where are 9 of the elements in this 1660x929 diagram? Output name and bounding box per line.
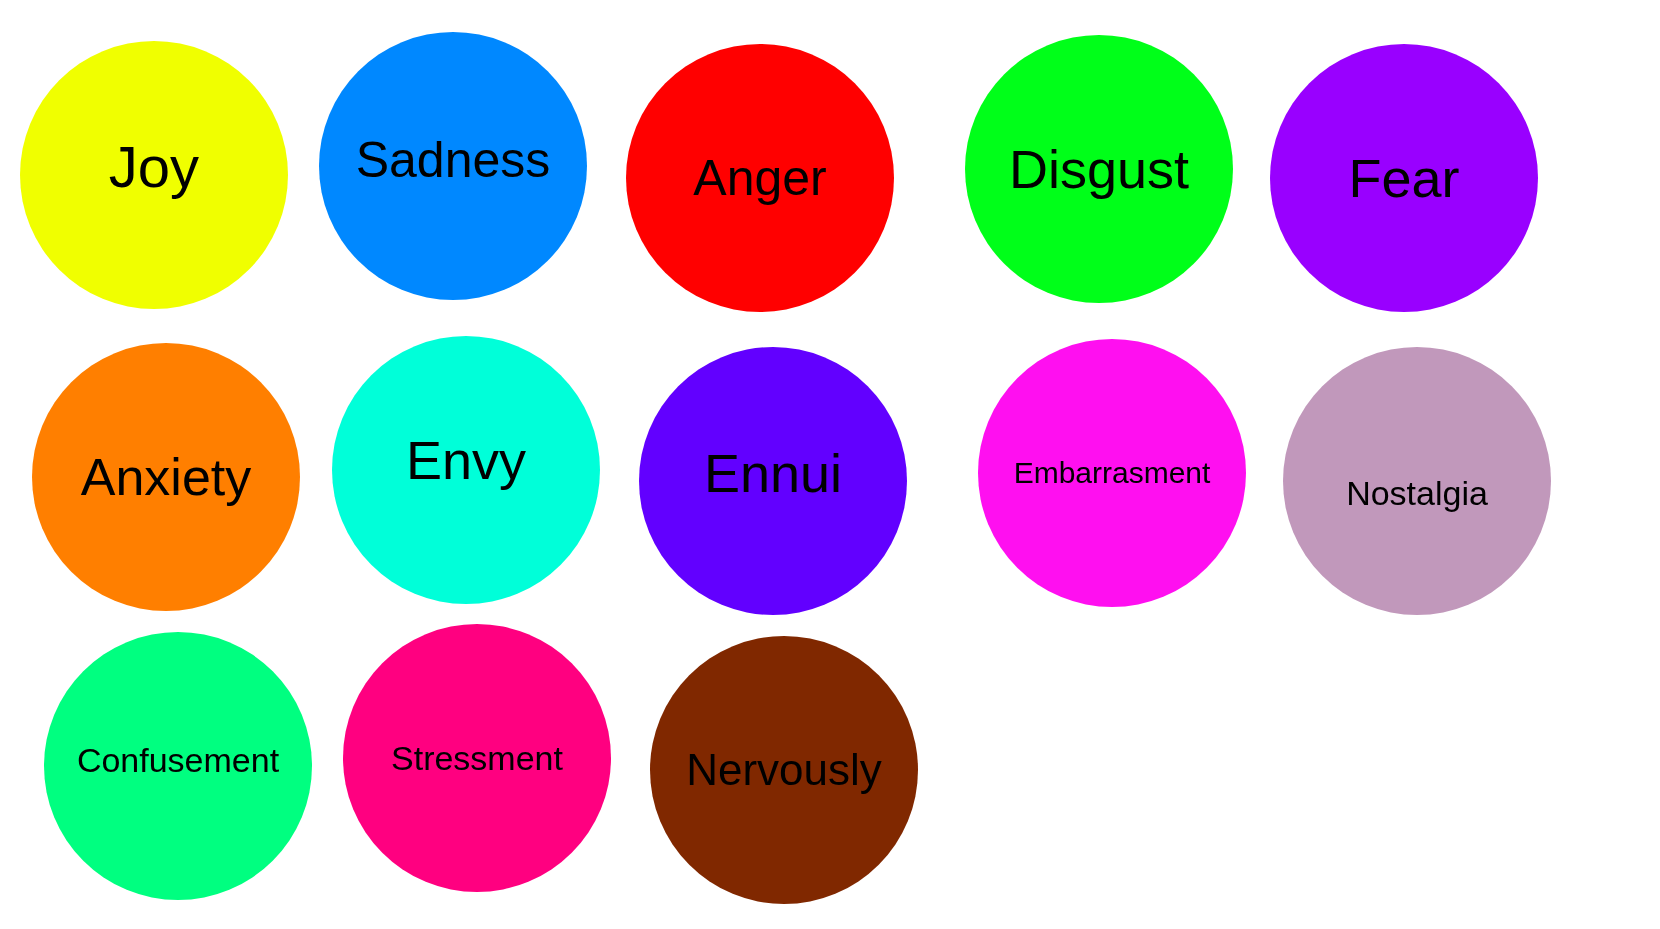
emotion-label: Nervously	[686, 748, 882, 792]
emotion-label: Fear	[1348, 151, 1460, 205]
emotion-label: Nostalgia	[1346, 476, 1488, 510]
emotion-label: Ennui	[703, 446, 843, 500]
emotion-label: Stressment	[391, 741, 563, 775]
emotion-label: Sadness	[355, 135, 551, 185]
emotion-label: Anger	[693, 153, 827, 203]
emotion-label: Confusement	[76, 743, 280, 777]
emotion-label: Embarrasment	[1013, 458, 1211, 488]
